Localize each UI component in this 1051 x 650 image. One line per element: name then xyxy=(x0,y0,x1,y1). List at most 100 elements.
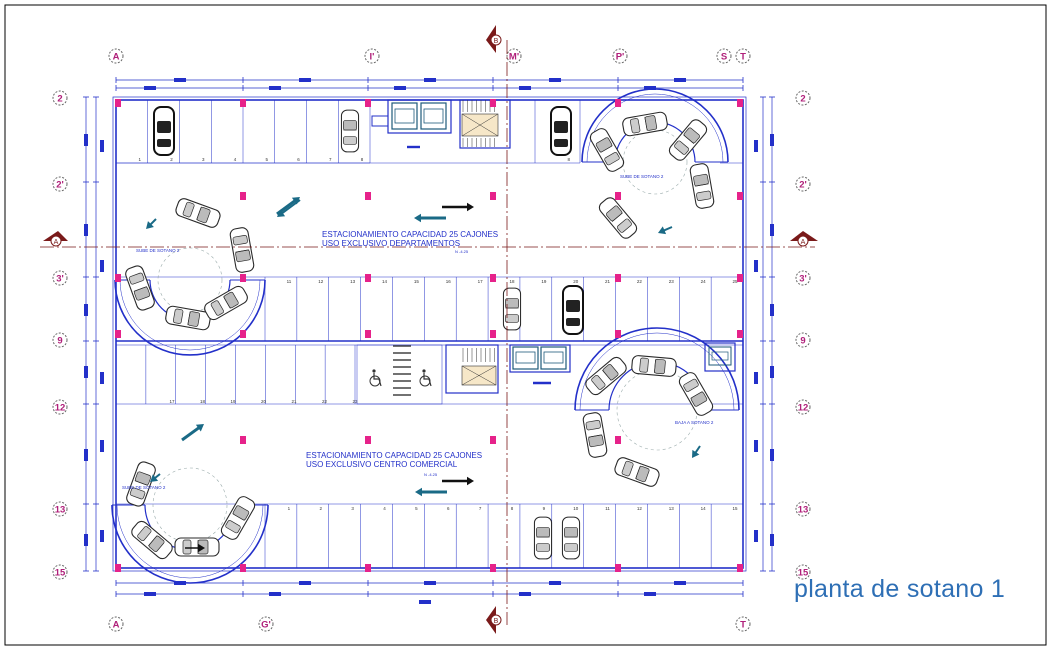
svg-text:2': 2' xyxy=(799,180,807,191)
dim-mark xyxy=(84,366,88,378)
stall-number: 20 xyxy=(573,279,579,284)
dim-mark xyxy=(770,304,774,316)
stall-number: 19 xyxy=(541,279,547,284)
svg-text:15: 15 xyxy=(798,568,809,579)
grid-left-2': 2' xyxy=(52,176,68,192)
car xyxy=(131,520,173,560)
svg-text:I': I' xyxy=(370,52,375,63)
svg-text:A: A xyxy=(113,620,120,631)
dim-mark xyxy=(549,78,561,82)
arrow-head xyxy=(195,424,204,432)
dim-mark xyxy=(674,78,686,82)
stall-number: 11 xyxy=(605,506,610,511)
dim-mark xyxy=(84,449,88,461)
column xyxy=(115,99,121,107)
column xyxy=(615,99,621,107)
grid-top-M': M' xyxy=(506,48,522,64)
svg-text:A: A xyxy=(113,52,120,63)
column xyxy=(490,274,496,282)
electrical-room xyxy=(704,342,736,372)
car xyxy=(631,355,677,377)
car xyxy=(175,198,221,228)
car xyxy=(125,265,155,311)
stall-number: 25 xyxy=(733,279,739,284)
arrow-head xyxy=(146,221,154,229)
grid-right-9: 9 xyxy=(795,332,811,348)
dim-mark xyxy=(84,304,88,316)
dim-mark xyxy=(754,530,758,542)
stall-number: 20 xyxy=(261,399,267,404)
car xyxy=(340,109,360,153)
dim-mark xyxy=(644,592,656,596)
section-mark-a-left: A xyxy=(43,231,68,247)
column xyxy=(240,330,246,338)
dim-mark xyxy=(269,592,281,596)
grid-bottom-G': G' xyxy=(258,616,274,632)
stall-number: 15 xyxy=(414,279,420,284)
stall-number: 7 xyxy=(479,506,482,511)
svg-text:13: 13 xyxy=(55,505,66,516)
section-mark-b-top: B xyxy=(486,25,502,53)
arrow-shaft xyxy=(280,199,301,215)
car xyxy=(678,372,714,416)
grid-right-3': 3' xyxy=(795,270,811,286)
dim-mark xyxy=(100,530,104,542)
svg-text:15: 15 xyxy=(55,568,66,579)
svg-text:T: T xyxy=(740,620,746,631)
svg-text:2: 2 xyxy=(800,94,805,105)
svg-text:13: 13 xyxy=(798,505,809,516)
column xyxy=(365,564,371,572)
stall-number: 4 xyxy=(383,506,386,511)
ramp-label-ne: SUBE DE SOTANO 2 xyxy=(620,174,664,179)
svg-text:T: T xyxy=(740,52,746,63)
dim-mark xyxy=(644,86,656,90)
car xyxy=(550,106,572,156)
stairs-north xyxy=(459,99,511,149)
arrow-head xyxy=(415,487,422,497)
stall-number: 11 xyxy=(287,279,292,284)
stall-number: 1 xyxy=(139,157,142,162)
car xyxy=(153,106,175,156)
stall-number: 22 xyxy=(637,279,643,284)
dim-mark xyxy=(770,534,774,546)
column xyxy=(365,330,371,338)
column xyxy=(737,192,743,200)
dim-mark xyxy=(299,581,311,585)
car xyxy=(668,119,708,161)
arrow-head xyxy=(467,202,474,212)
car xyxy=(562,285,584,335)
dim-mark xyxy=(100,140,104,152)
dim-mark xyxy=(519,86,531,90)
accessible-stalls xyxy=(356,344,443,405)
column xyxy=(115,330,121,338)
column xyxy=(365,274,371,282)
wheelchair-icon xyxy=(369,369,382,387)
wall-segment xyxy=(371,115,389,127)
column xyxy=(240,564,246,572)
column xyxy=(737,274,743,282)
stall-number: 18 xyxy=(200,399,206,404)
dim-mark xyxy=(84,134,88,146)
dim-mark xyxy=(674,581,686,585)
grid-left-9: 9 xyxy=(52,332,68,348)
dim-mark xyxy=(84,534,88,546)
stall-number: 13 xyxy=(350,279,356,284)
svg-text:G': G' xyxy=(261,620,271,631)
stall-number: 6 xyxy=(447,506,450,511)
arrow-shaft xyxy=(181,426,201,442)
car xyxy=(622,111,668,137)
car xyxy=(174,537,220,557)
stall-number: 22 xyxy=(322,399,328,404)
svg-text:3': 3' xyxy=(799,274,807,285)
section-mark-label: B xyxy=(494,38,499,45)
arrow-head xyxy=(658,226,667,235)
arrow-shaft xyxy=(662,226,673,232)
stall-number: 21 xyxy=(291,399,297,404)
section-mark-label: A xyxy=(54,239,59,246)
car xyxy=(598,197,638,239)
plan-title: planta de sotano 1 xyxy=(794,575,1006,603)
stall-number: 15 xyxy=(733,506,739,511)
arrow-head xyxy=(467,476,474,486)
elevators-north xyxy=(387,99,452,134)
section-mark-label: B xyxy=(494,618,499,625)
